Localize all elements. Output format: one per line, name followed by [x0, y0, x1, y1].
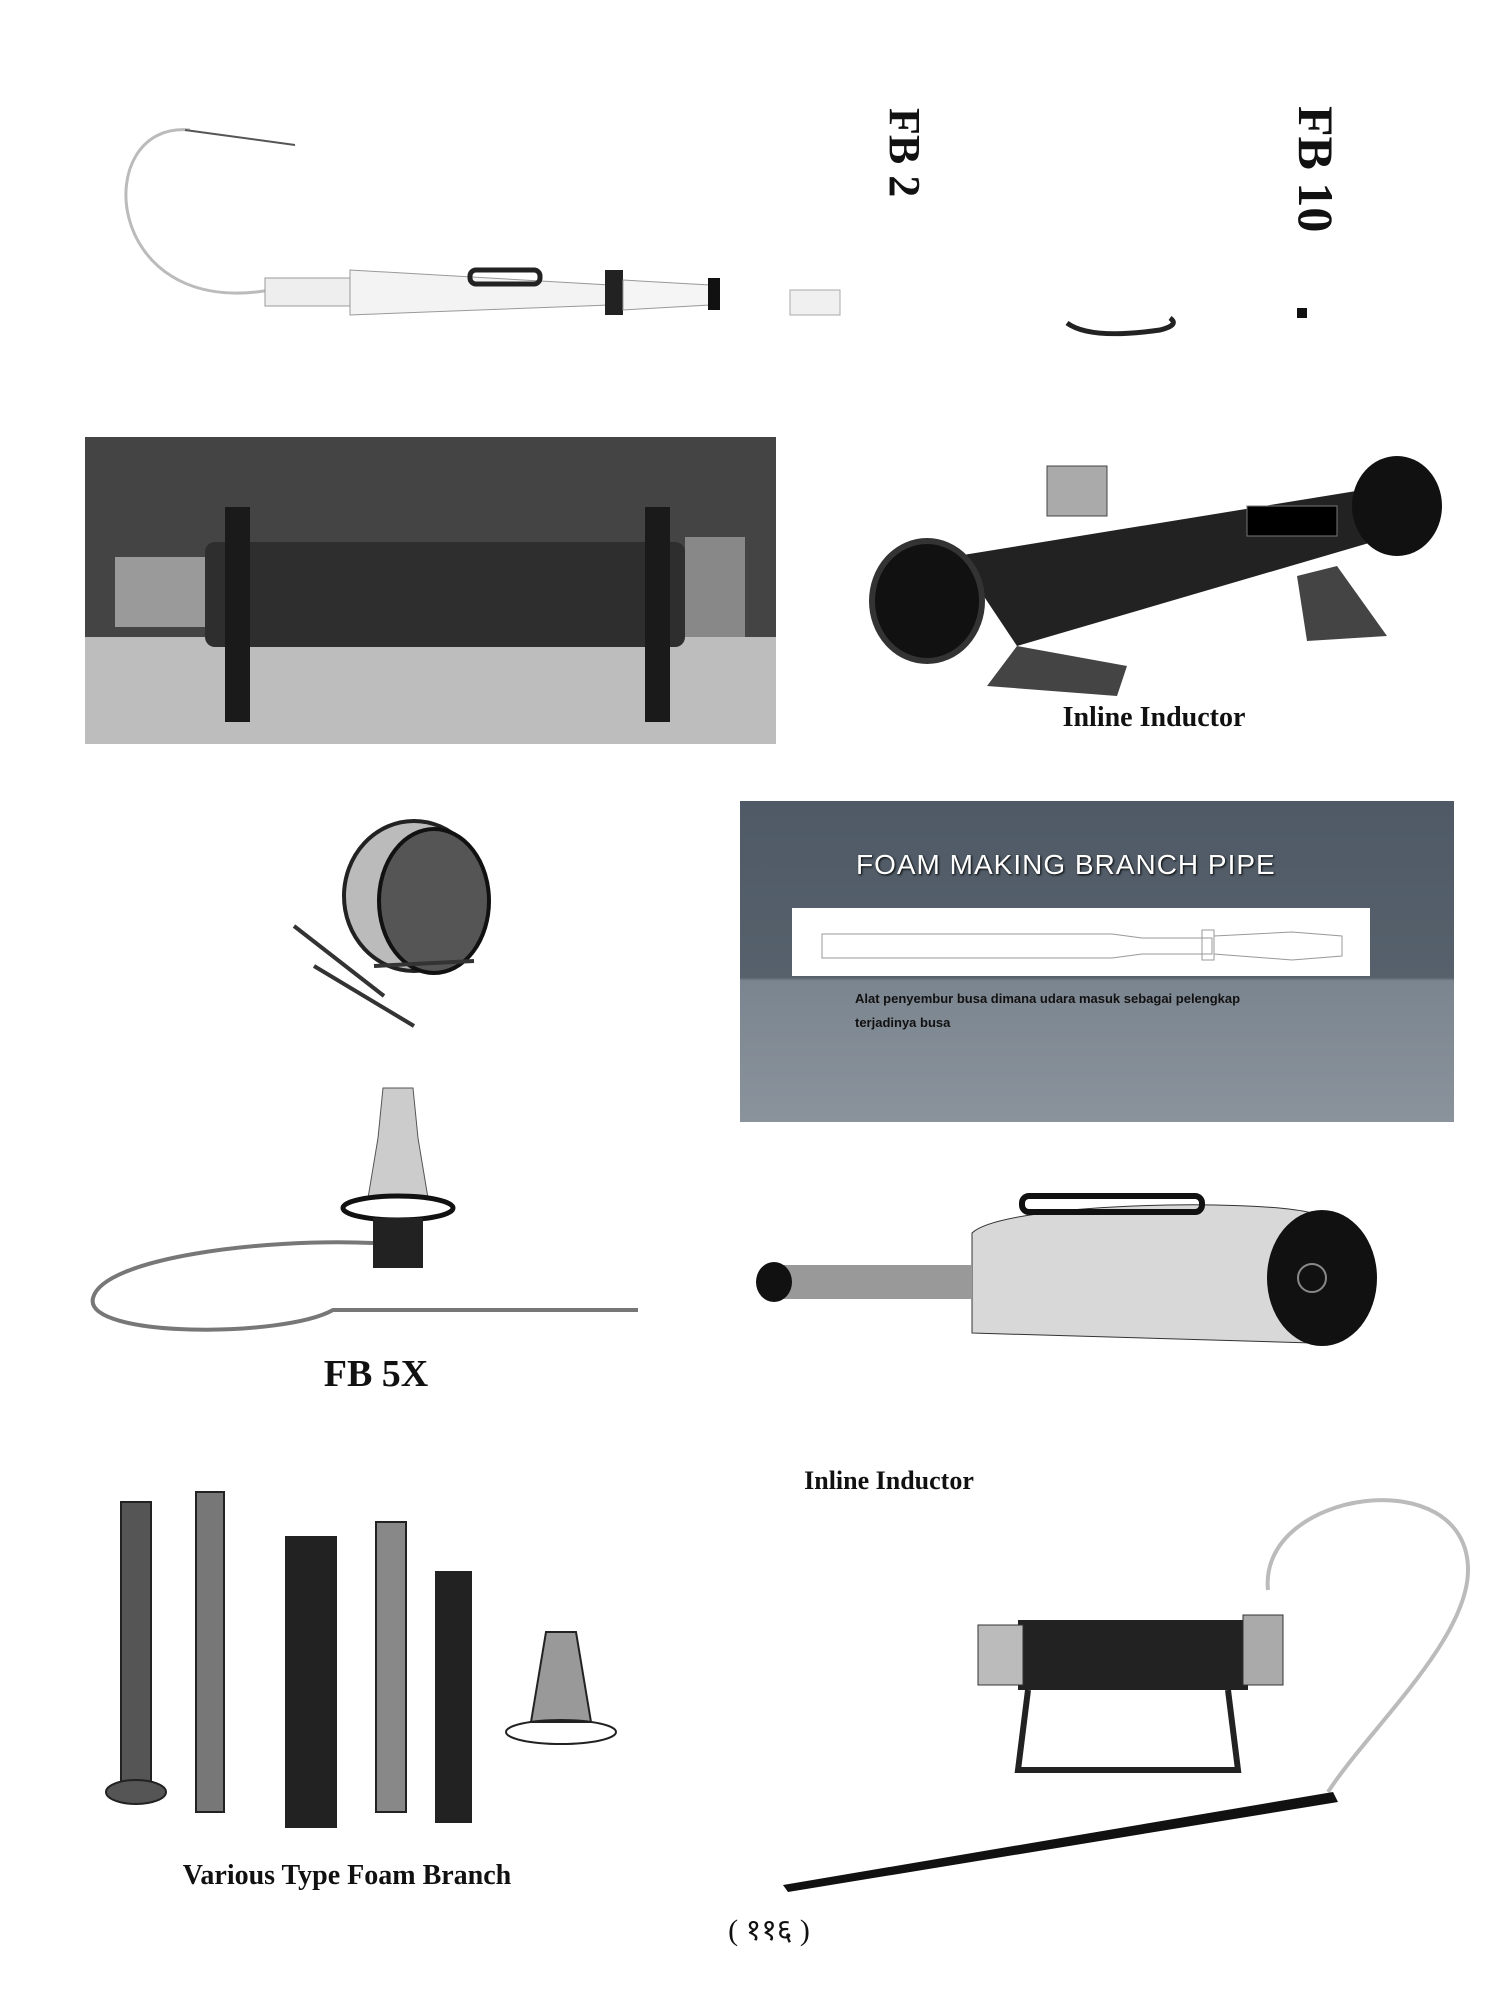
inductor-with-pickup-tube-image [783, 1498, 1471, 1892]
fb5x-image [90, 1087, 638, 1332]
inline-inductor-image-2 [756, 1193, 1377, 1346]
foam-making-branch-pipe-panel: FOAM MAKING BRANCH PIPE Alat penyembur b… [740, 801, 1454, 1122]
fb2-foam-branch-image [124, 128, 1307, 337]
panel-title: FOAM MAKING BRANCH PIPE [856, 849, 1276, 880]
fb10-label: FB 10 [1288, 106, 1344, 233]
various-foam-branch-caption: Various Type Foam Branch [182, 1860, 512, 1891]
inline-inductor-image-1 [869, 456, 1442, 696]
inline-inductor-photo [85, 437, 776, 744]
fb5x-caption: FB 5X [323, 1353, 429, 1395]
page-number: ( ११६ ) [728, 1914, 810, 1947]
inline-inductor-caption-2: Inline Inductor [804, 1466, 974, 1495]
hose-reel-image [292, 819, 491, 1028]
branch-pipe-diagram [792, 908, 1370, 976]
panel-description: Alat penyembur busa dimana udara masuk s… [855, 991, 1241, 1030]
fb2-label: FB 2 [880, 108, 929, 198]
inline-inductor-caption-1: Inline Inductor [1062, 702, 1246, 733]
various-foam-branch-image [105, 1491, 617, 1828]
